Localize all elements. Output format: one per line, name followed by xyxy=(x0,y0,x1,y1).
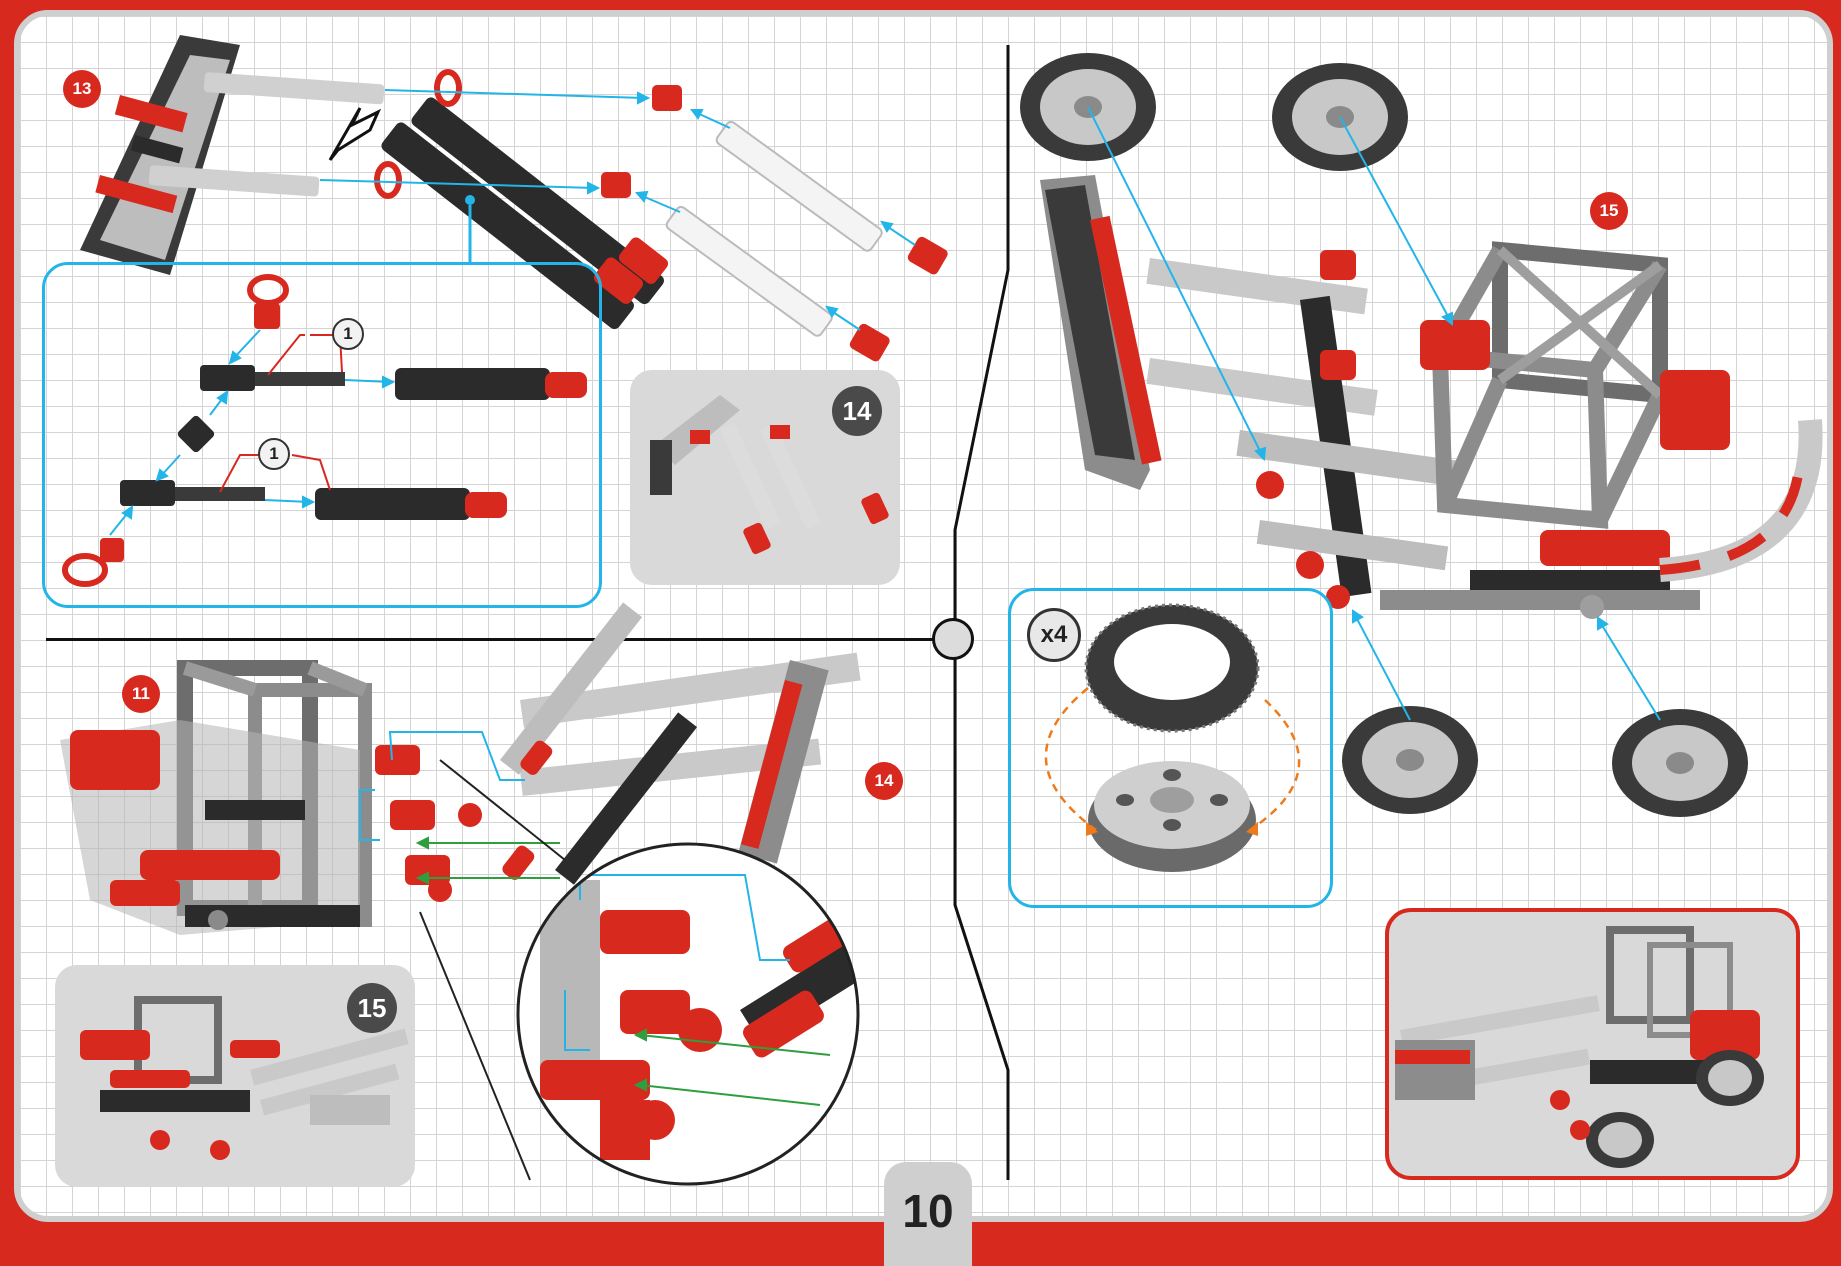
quantity-1-bottom-text: 1 xyxy=(269,444,279,463)
tire-assembly-callout xyxy=(1008,588,1333,908)
wheel-hub xyxy=(1088,761,1256,872)
step-13-subassembly-callout xyxy=(42,262,602,608)
step-13-frame xyxy=(80,35,240,275)
step-15-thumb-number: 15 xyxy=(357,992,387,1023)
wheel-bottom-right xyxy=(1612,709,1748,817)
wheel-bottom-left xyxy=(1342,706,1478,814)
step-13-number: 13 xyxy=(72,79,92,98)
step-11-number: 11 xyxy=(132,684,150,703)
quantity-1-bottom: 1 xyxy=(258,438,290,470)
step-14-number: 14 xyxy=(874,771,894,790)
step-14-thumb-number: 14 xyxy=(842,395,872,426)
page-number: 10 xyxy=(902,1185,954,1237)
tire xyxy=(1084,603,1260,733)
step-15-thumb-badge: 15 xyxy=(347,983,397,1033)
step-15-number: 15 xyxy=(1599,201,1619,220)
quantity-1-top-text: 1 xyxy=(343,324,353,343)
step-15-badge: 15 xyxy=(1590,192,1628,230)
quantity-1-top: 1 xyxy=(332,318,364,350)
center-dot xyxy=(932,618,974,660)
page-number-tab: 10 xyxy=(884,1162,972,1266)
step-13-badge: 13 xyxy=(63,70,101,108)
step-14-badge: 14 xyxy=(865,762,903,800)
quantity-x4-text: x4 xyxy=(1040,621,1068,648)
quantity-x4-badge: x4 xyxy=(1027,608,1081,662)
horizontal-divider xyxy=(46,638,936,641)
step-14-thumb-badge: 14 xyxy=(832,386,882,436)
step-11-badge: 11 xyxy=(122,675,160,713)
